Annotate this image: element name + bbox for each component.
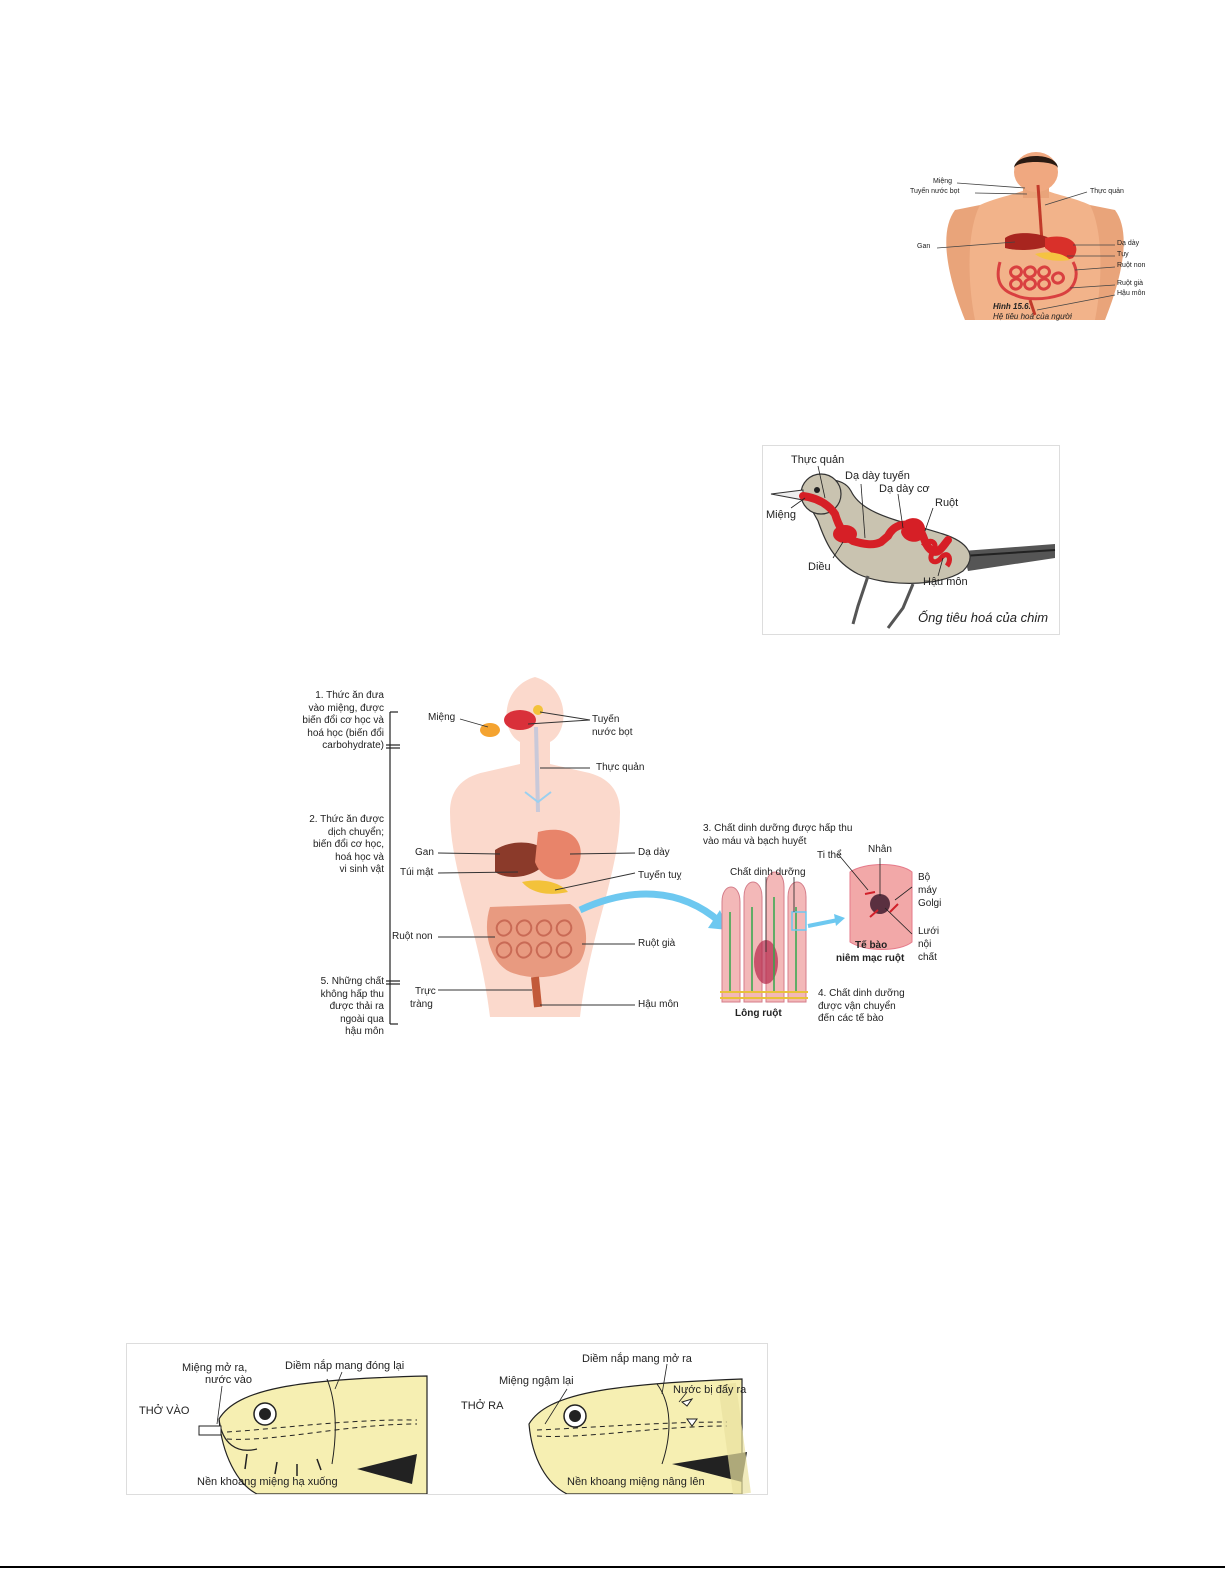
bird-label-da-day-co: Dạ dày cơ [879,483,930,495]
step4-line2: được vận chuyển [818,1000,896,1012]
fish-label-diem-nap-mo: Diềm nắp mang mở ra [582,1353,692,1365]
step1-line4: hoá học (biến đổi [307,727,384,739]
step1-line2: vào miệng, được [308,702,384,714]
label-hau-mon: Hậu môn [638,999,679,1010]
step5-line5: hậu môn [345,1026,384,1037]
bird-label-hau-mon: Hậu môn [923,576,968,588]
step2-line4: hoá học và [335,851,384,863]
fish-label-nen-ha: Nền khoang miệng hạ xuống [197,1476,338,1488]
fish-label-mieng-mo-ra-1: Miệng mở ra, [182,1362,248,1374]
figure-bird-digestive: Thực quản Dạ dày tuyến Dạ dày cơ Miệng R… [762,445,1060,635]
label-ruot-gia: Ruột già [1117,280,1144,287]
label-ruot-non: Ruột non [1117,262,1146,269]
label-mieng: Miệng [428,712,456,723]
figure-human-digestive-small: Miệng Tuyến nước bọt Thực quản Gan Dạ dà… [905,150,1165,325]
step5-text: 5. Những chất không hấp thu được thải ra… [300,976,384,1039]
label-te-bao: Tế bào [855,940,888,951]
label-tuyen: Tuyến [592,714,620,725]
label-luoi: Lưới [918,926,940,937]
step1-line3: biến đổi cơ học và [302,715,384,726]
step4-line1: 4. Chất dinh dưỡng [818,988,905,999]
label-chat-dinh-duong: Chất dinh dưỡng [730,867,806,878]
label-da-day: Dạ dày [1117,240,1140,247]
label-tuy: Tụy [1117,251,1129,258]
step2-line3: biến đổi cơ học, [312,839,384,850]
label-nuoc-bot: nước bọt [592,727,633,738]
human-digestive-illustration [936,152,1124,320]
step4-line3: đến các tế bào [818,1013,884,1024]
label-thuc-quan: Thực quản [596,762,645,773]
label-nhan: Nhân [868,844,892,855]
label-ruot-gia: Ruột già [638,938,676,949]
step5-line3: được thải ra [329,1001,384,1012]
label-tuyen-tuy: Tuyến tuỵ [638,870,682,881]
label-chat: chất [918,952,937,963]
label-trang: tràng [410,999,433,1010]
label-gan: Gan [917,243,931,250]
step5-line1: 5. Những chất [320,976,384,987]
fish-label-mieng-mo-ra-2: nước vào [205,1374,252,1386]
label-bo: Bộ [918,872,931,883]
label-thuc-quan: Thực quản [1090,188,1124,195]
bird-label-thuc-quan: Thực quản [791,454,845,466]
label-da-day: Dạ dày [638,847,670,858]
figure-digestion-absorption: 1. Thức ăn đưa vào miệng, được biến đổi … [300,672,960,1044]
step1-line1: 1. Thức ăn đưa [315,690,384,701]
digestion-illustration [386,677,913,1025]
label-golgi: Golgi [918,898,942,909]
label-long-ruot: Lông ruột [735,1008,782,1019]
step5-line2: không hấp thu [320,988,384,1000]
bird-caption: Ống tiêu hoá của chim [918,610,1049,625]
step2-line5: vi sinh vật [339,864,384,875]
fish-label-tho-vao: THỞ VÀO [139,1405,190,1417]
fish-label-mieng-ngam: Miệng ngậm lại [499,1375,574,1387]
label-hau-mon: Hậu môn [1117,290,1146,297]
bird-label-da-day-tuyen: Dạ dày tuyến [845,470,910,482]
fish-label-tho-ra: THỞ RA [461,1400,504,1412]
bird-label-ruot: Ruột [935,497,959,509]
step2-line1: 2. Thức ăn được [309,814,384,825]
step3-line2: vào máu và bạch huyết [703,835,807,847]
step3-line1: 3. Chất dinh dưỡng được hấp thu [703,823,853,834]
label-may: máy [918,885,937,896]
step1-line5: carbohydrate) [322,740,384,751]
label-ruot-non: Ruột non [392,931,433,942]
figure-fish-breathing: Miệng mở ra, nước vào Diềm nắp mang đóng… [126,1343,768,1496]
fish-label-diem-nap-dong: Diềm nắp mang đóng lại [285,1360,405,1372]
step1-text: 1. Thức ăn đưa vào miệng, được biến đổi … [300,690,384,753]
page-bottom-rule [0,1566,1225,1568]
label-gan: Gan [415,847,434,858]
label-truc: Trực [415,986,436,997]
bird-label-mieng: Miệng [766,509,796,521]
step2-line2: dịch chuyển; [327,826,384,838]
label-niem-mac-ruot: niêm mạc ruột [836,953,905,964]
bird-illustration [770,465,1056,629]
label-noi: nội [918,939,932,950]
fish-label-nen-nang: Nền khoang miệng nâng lên [567,1476,705,1488]
caption-text: Hệ tiêu hoá của người [993,312,1072,321]
step5-line4: ngoài qua [340,1013,384,1025]
step2-text: 2. Thức ăn được dịch chuyển; biến đổi cơ… [300,814,384,877]
step4-text: 4. Chất dinh dưỡng được vận chuyển đến c… [818,988,905,1026]
label-tui-mat: Túi mật [400,867,434,878]
step3-text: 3. Chất dinh dưỡng được hấp thu vào máu … [703,823,852,848]
fish-label-nuoc-bi-day: Nước bị đẩy ra [673,1384,747,1396]
label-ti-the: Ti thể [817,850,842,861]
fish-illustration [198,1363,751,1496]
bird-label-dieu: Diều [808,561,831,573]
label-mieng: Miệng [933,178,953,185]
caption-number: Hình 15.6. [993,302,1031,311]
label-tuyen-nuoc-bot: Tuyến nước bọt [910,188,960,195]
